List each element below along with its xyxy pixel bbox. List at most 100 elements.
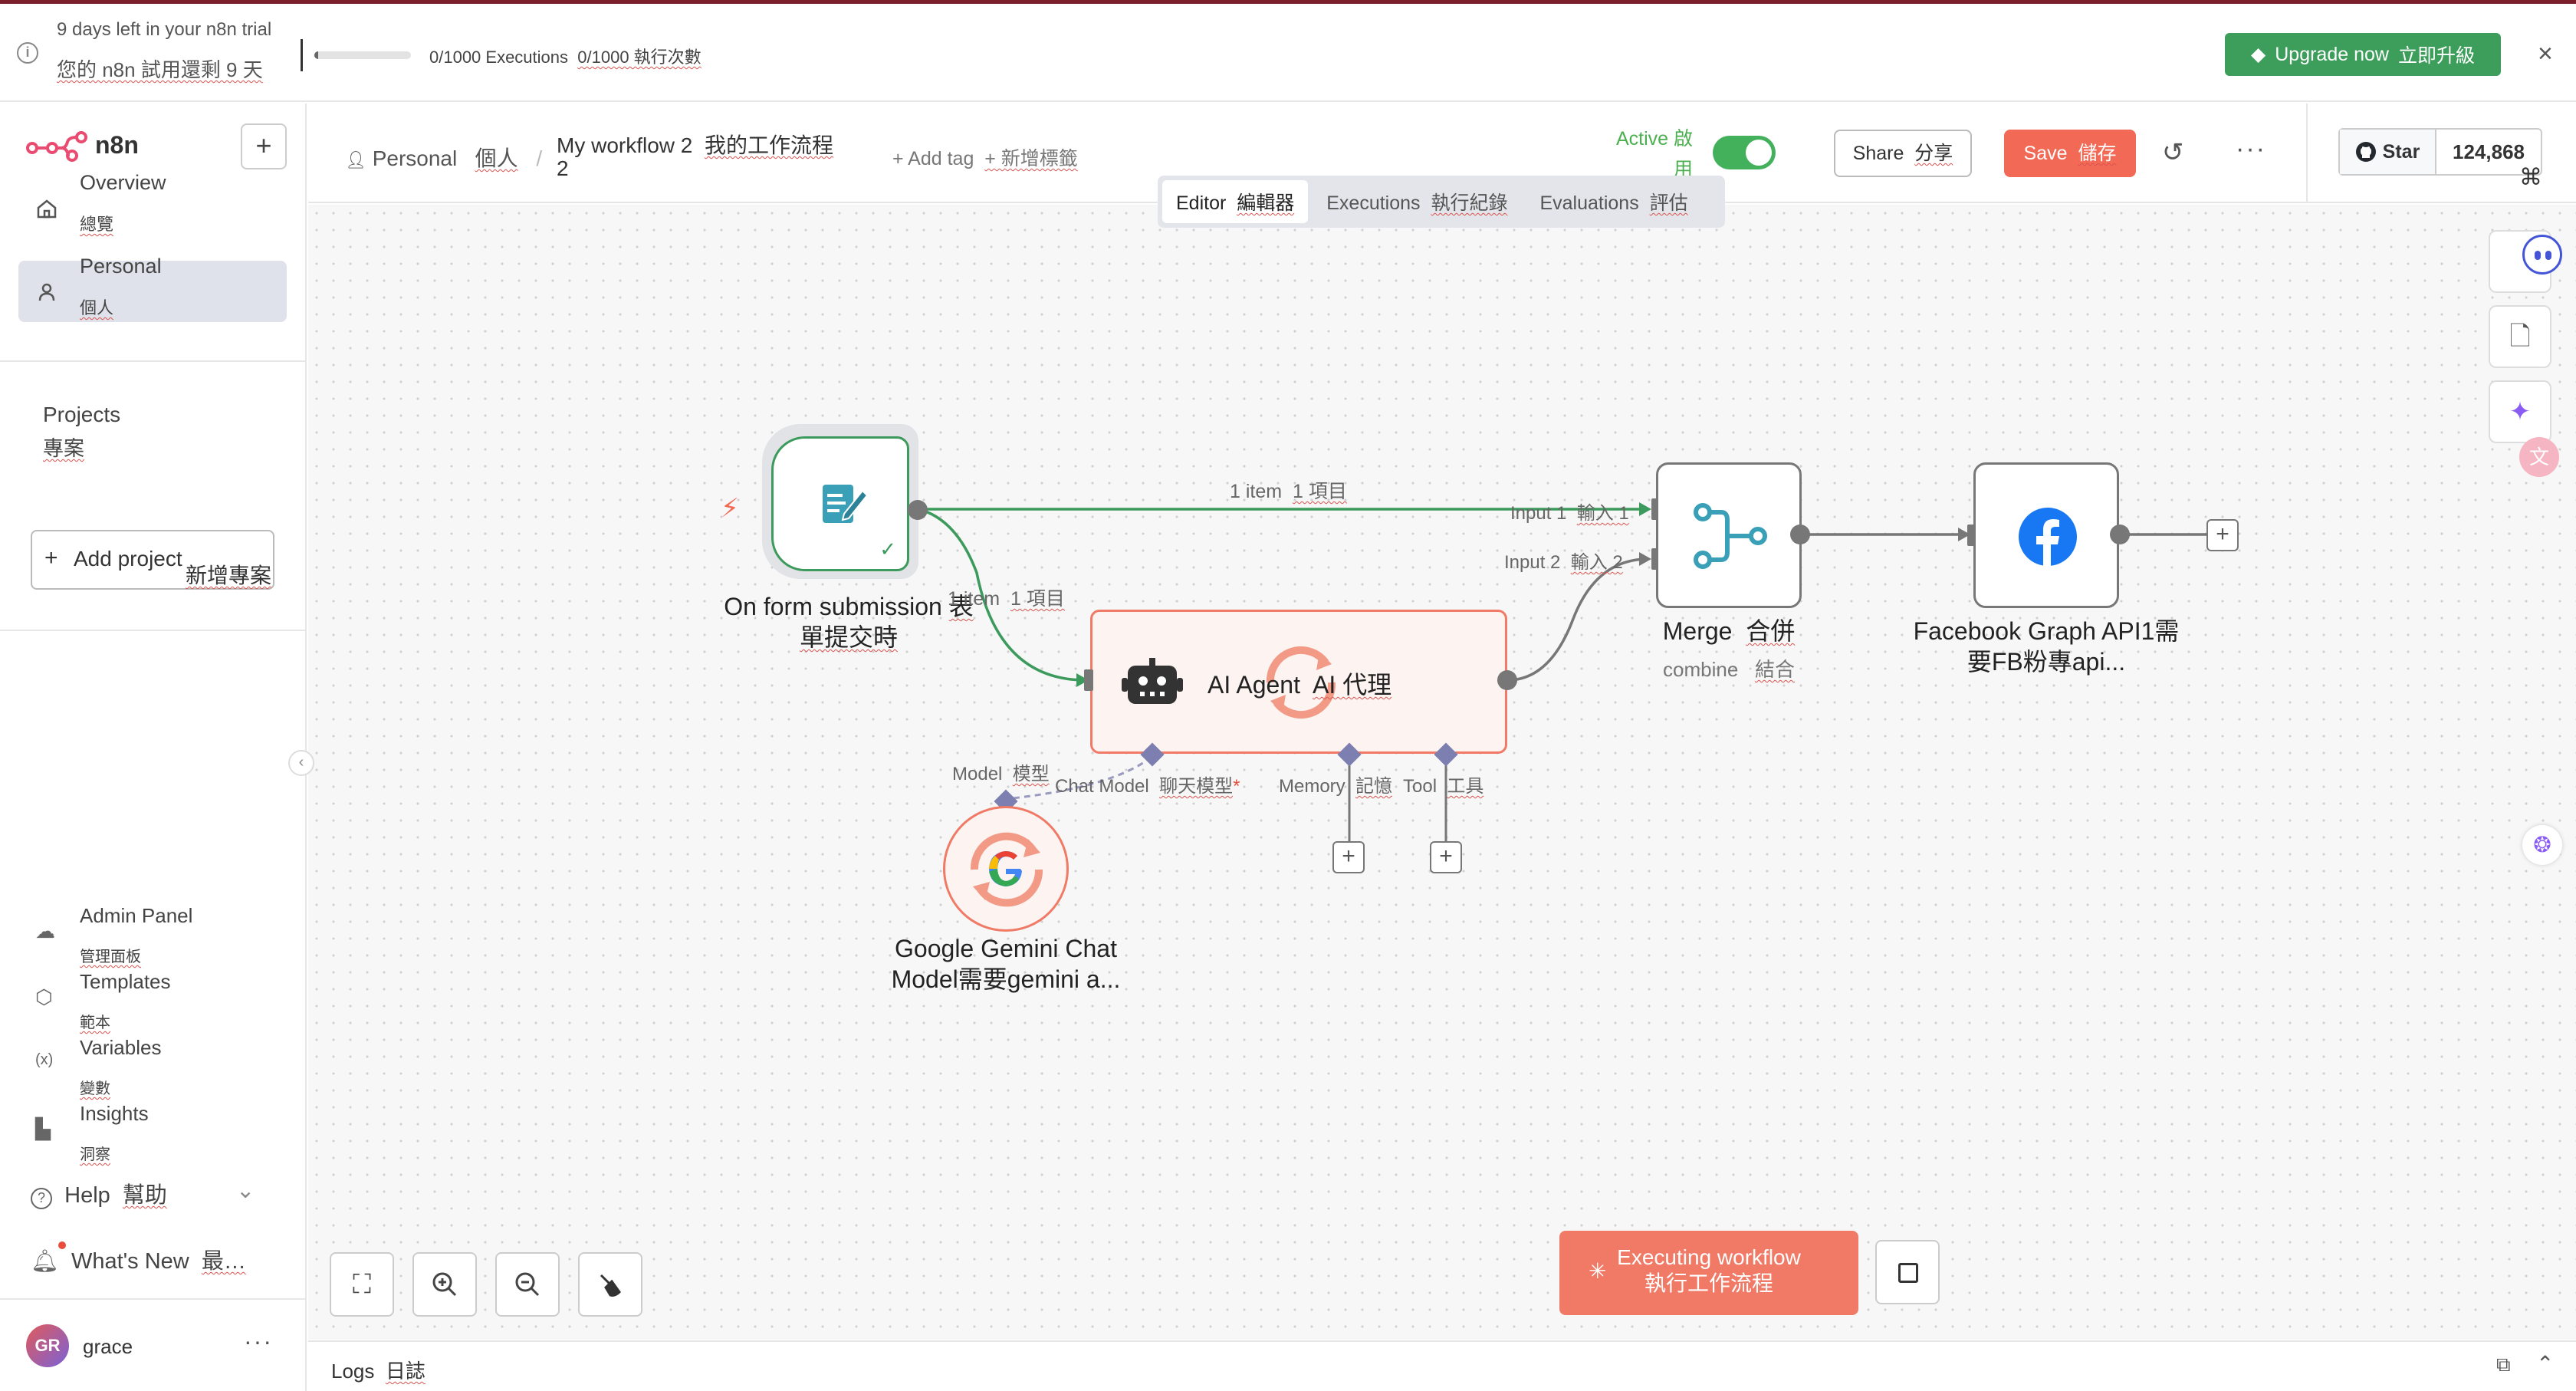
toggle-knob xyxy=(1746,140,1772,166)
help-menu[interactable]: ? Help 幫助 ⌄ xyxy=(31,1177,261,1209)
facebook-label-line2: 要FB粉專api... xyxy=(1967,648,2126,676)
add-memory-button[interactable]: + xyxy=(1332,841,1365,873)
sidebar-item-variables[interactable]: (x) Variables 變數 xyxy=(31,1036,284,1097)
logs-label: Logs 日誌 xyxy=(331,1356,426,1384)
fit-view-button[interactable]: ⛶ xyxy=(330,1252,394,1317)
pop-out-icon[interactable]: ⧉ xyxy=(2496,1353,2511,1376)
upgrade-now-button[interactable]: ◆ Upgrade now 立即升級 xyxy=(2225,33,2501,76)
more-icon[interactable]: ··· xyxy=(2236,134,2266,163)
add-tag-label: + Add tag xyxy=(892,148,974,169)
executing-label-en: Executing workflow xyxy=(1617,1245,1801,1269)
stop-execution-button[interactable] xyxy=(1875,1240,1940,1304)
form-label-en: On form submission xyxy=(724,593,942,620)
zoom-out-button[interactable] xyxy=(495,1252,560,1317)
sidebar-item-label-zh: 總覽 xyxy=(80,215,114,234)
add-project-button[interactable]: + Add project 新增專案 xyxy=(31,530,274,590)
upgrade-label-en: Upgrade now xyxy=(2275,43,2389,65)
collapse-sidebar-button[interactable]: ‹ xyxy=(288,750,314,776)
save-button[interactable]: Save 儲存 xyxy=(2004,130,2136,177)
workflow-name-zh: 我的工作流程 xyxy=(704,133,833,157)
tab-label-zh: 評估 xyxy=(1649,192,1688,214)
edge-agent-merge xyxy=(1506,557,1649,682)
ai-agent-node[interactable]: AI Agent AI 代理 xyxy=(1090,610,1507,754)
merge-output-port[interactable] xyxy=(1790,525,1810,544)
executions-progress-bar xyxy=(314,51,411,59)
gemini-label-line2: Model需要gemini a... xyxy=(891,965,1121,993)
github-star: Star xyxy=(2340,130,2436,174)
breadcrumb-personal: Personal xyxy=(372,146,458,170)
memory-label-zh: 記憶 xyxy=(1355,776,1393,797)
input1-label: Input 1 輸入 1 xyxy=(1510,498,1629,525)
merge-node[interactable] xyxy=(1656,462,1802,608)
sidebar-item-overview[interactable]: Overview 總覽 xyxy=(18,171,287,238)
sidebar-item-insights[interactable]: ▙ Insights 洞察 xyxy=(31,1102,284,1163)
user-icon xyxy=(38,283,55,301)
close-icon[interactable]: × xyxy=(2538,39,2553,68)
facebook-graph-api-node[interactable] xyxy=(1973,462,2119,608)
gemini-label-line1: Google Gemini Chat xyxy=(895,935,1117,962)
brain-extension-icon[interactable]: ❂ xyxy=(2522,825,2562,865)
facebook-output-port[interactable] xyxy=(2110,525,2130,544)
form-icon xyxy=(823,485,869,523)
whats-new-menu[interactable]: 🔔︎ What's New 最… xyxy=(31,1241,246,1275)
chart-icon: ▙ xyxy=(35,1117,51,1140)
zoom-in-button[interactable] xyxy=(412,1252,477,1317)
sidebar-item-label: Overview xyxy=(80,171,166,194)
add-project-label: Add project xyxy=(74,547,182,571)
merge-sub-en: combine xyxy=(1663,658,1739,681)
logs-bar[interactable]: Logs 日誌 ⧉ ⌃ xyxy=(308,1340,2576,1391)
sparkle-icon: ✦ xyxy=(2509,397,2532,426)
add-tool-button[interactable]: + xyxy=(1430,841,1462,873)
tab-executions[interactable]: Executions 執行紀錄 xyxy=(1313,180,1521,223)
gemini-chat-model-node[interactable] xyxy=(943,806,1069,932)
chevron-up-icon[interactable]: ⌃ xyxy=(2536,1352,2555,1376)
github-star-button[interactable]: Star 124,868 xyxy=(2338,128,2542,176)
sidebar-item-admin-panel[interactable]: ☁ Admin Panel 管理面板 xyxy=(31,904,284,965)
trial-banner: i 9 days left in your n8n trial 您的 n8n 試… xyxy=(0,4,2576,102)
ai-agent-label-en: AI Agent xyxy=(1208,671,1300,699)
save-label: Save xyxy=(2023,143,2068,164)
workflow-canvas[interactable]: Editor 編輯器 Executions 執行紀錄 Evaluations 評… xyxy=(308,176,2576,1340)
tool-label-en: Tool xyxy=(1403,776,1438,797)
sidebar-item-personal[interactable]: Personal 個人 xyxy=(18,255,287,322)
breadcrumb[interactable]: 👤︎ Personal 個人 / xyxy=(345,142,542,173)
add-node-button[interactable]: + xyxy=(2206,519,2239,551)
sidebar-item-templates[interactable]: ⬡ Templates 範本 xyxy=(31,970,284,1031)
tidy-up-button[interactable] xyxy=(578,1252,642,1317)
agent-output-port[interactable] xyxy=(1497,670,1517,690)
avatar[interactable]: GR xyxy=(26,1324,69,1367)
app-name: n8n xyxy=(95,131,139,159)
translate-extension-icon[interactable]: 文 xyxy=(2519,437,2559,477)
arrow-icon xyxy=(1639,502,1651,516)
share-button[interactable]: Share 分享 xyxy=(1834,130,1972,177)
history-icon[interactable]: ↺ xyxy=(2162,138,2184,167)
input1-label-zh: 輸入 1 xyxy=(1576,503,1629,524)
sticky-note-button[interactable]: 🗋︎ xyxy=(2489,305,2551,368)
logs-label-zh: 日誌 xyxy=(385,1360,426,1383)
workflow-name-en: My workflow 2 xyxy=(557,133,693,157)
assistant-bot-icon[interactable] xyxy=(2522,235,2562,275)
workflow-name[interactable]: My workflow 2 我的工作流程 2 xyxy=(557,134,833,180)
share-label: Share xyxy=(1852,143,1904,164)
form-output-port[interactable] xyxy=(908,500,928,520)
cloud-icon: ☁ xyxy=(35,919,55,942)
tab-evaluations[interactable]: Evaluations 評估 xyxy=(1526,180,1701,223)
merge-node-label: Merge 合併 xyxy=(1612,616,1846,646)
more-icon[interactable]: ··· xyxy=(244,1327,273,1355)
tab-editor[interactable]: Editor 編輯器 xyxy=(1162,180,1309,223)
executing-workflow-button[interactable]: ✳ Executing workflow 執行工作流程 xyxy=(1559,1231,1858,1315)
ai-assistant-button[interactable]: ✦ xyxy=(2489,380,2551,443)
github-star-box: Star 124,868 xyxy=(2306,104,2576,203)
facebook-icon xyxy=(2019,508,2077,566)
active-toggle[interactable] xyxy=(1713,136,1776,169)
command-icon[interactable]: ⌘ xyxy=(2519,165,2542,190)
create-button[interactable]: + xyxy=(241,123,287,169)
plus-icon: + xyxy=(44,545,58,571)
zoom-out-icon xyxy=(515,1272,540,1297)
agent-input-port[interactable] xyxy=(1084,669,1093,691)
sidebar-divider xyxy=(0,630,305,631)
bell-icon: 🔔︎ xyxy=(31,1249,59,1274)
form-trigger-node[interactable]: ✓ xyxy=(771,436,909,571)
chevron-down-icon: ⌄ xyxy=(236,1179,255,1203)
add-tag-button[interactable]: + Add tag + 新增標籤 xyxy=(892,143,1078,171)
